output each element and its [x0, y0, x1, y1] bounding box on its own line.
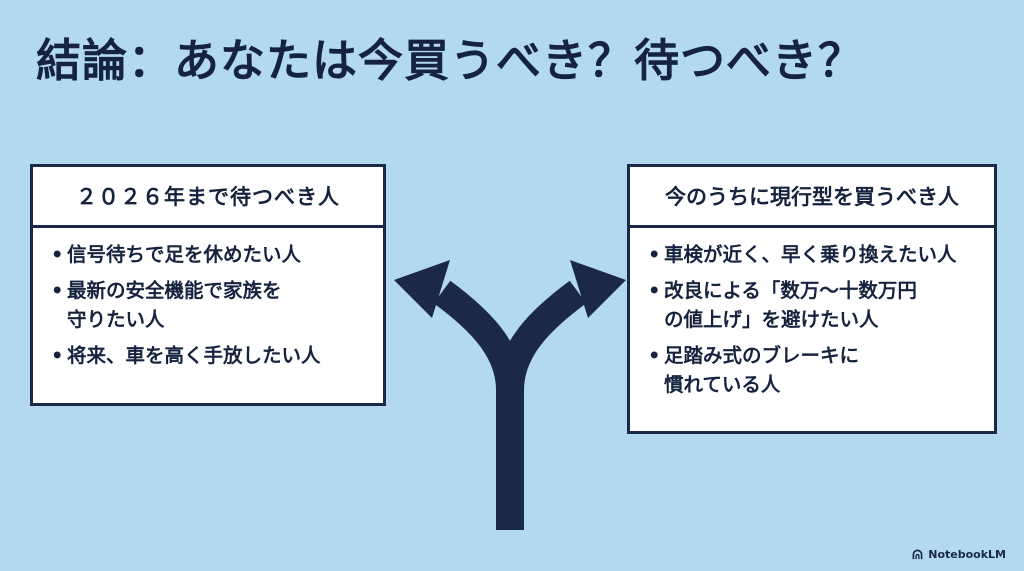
fork-arrow-right-head [570, 260, 626, 318]
notebooklm-logo-icon [912, 549, 923, 560]
list-item-text: 最新の安全機能で家族を守りたい人 [67, 279, 282, 331]
fork-arrow-icon [394, 260, 626, 530]
list-item-text: 足踏み式のブレーキに慣れている人 [664, 344, 860, 396]
list-item: • 足踏み式のブレーキに慣れている人 [648, 341, 984, 399]
buy-now-card: 今のうちに現行型を買うべき人 • 車検が近く、早く乗り換えたい人 • 改良による… [627, 164, 997, 434]
brand-label: NotebookLM [928, 548, 1006, 561]
buy-card-heading: 今のうちに現行型を買うべき人 [630, 167, 994, 228]
wait-card-heading: ２０２６年まで待つべき人 [33, 167, 383, 228]
bullet: • [51, 243, 64, 266]
bullet: • [648, 243, 661, 266]
list-item: • 将来、車を高く手放したい人 [51, 341, 373, 370]
fork-arrow-left-head [394, 260, 450, 318]
buy-card-list: • 車検が近く、早く乗り換えたい人 • 改良による「数万〜十数万円の値上げ」を避… [630, 228, 994, 399]
wait-until-2026-card: ２０２６年まで待つべき人 • 信号待ちで足を休めたい人 • 最新の安全機能で家族… [30, 164, 386, 406]
list-item: • 最新の安全機能で家族を守りたい人 [51, 276, 373, 334]
brand-watermark: NotebookLM [912, 548, 1006, 561]
list-item: • 車検が近く、早く乗り換えたい人 [648, 240, 984, 269]
bullet: • [51, 344, 64, 367]
list-item-text: 信号待ちで足を休めたい人 [67, 243, 302, 266]
bullet: • [51, 279, 64, 302]
wait-card-list: • 信号待ちで足を休めたい人 • 最新の安全機能で家族を守りたい人 • 将来、車… [33, 228, 383, 370]
page-title: 結論：あなたは今買うべき？待つべき？ [36, 34, 865, 87]
bullet: • [648, 344, 661, 367]
list-item: • 信号待ちで足を休めたい人 [51, 240, 373, 269]
list-item-text: 将来、車を高く手放したい人 [67, 344, 321, 367]
list-item-text: 車検が近く、早く乗り換えたい人 [664, 243, 957, 266]
list-item: • 改良による「数万〜十数万円の値上げ」を避けたい人 [648, 276, 984, 334]
fork-arrow-shape [433, 280, 587, 530]
list-item-text: 改良による「数万〜十数万円の値上げ」を避けたい人 [664, 279, 917, 331]
bullet: • [648, 279, 661, 302]
